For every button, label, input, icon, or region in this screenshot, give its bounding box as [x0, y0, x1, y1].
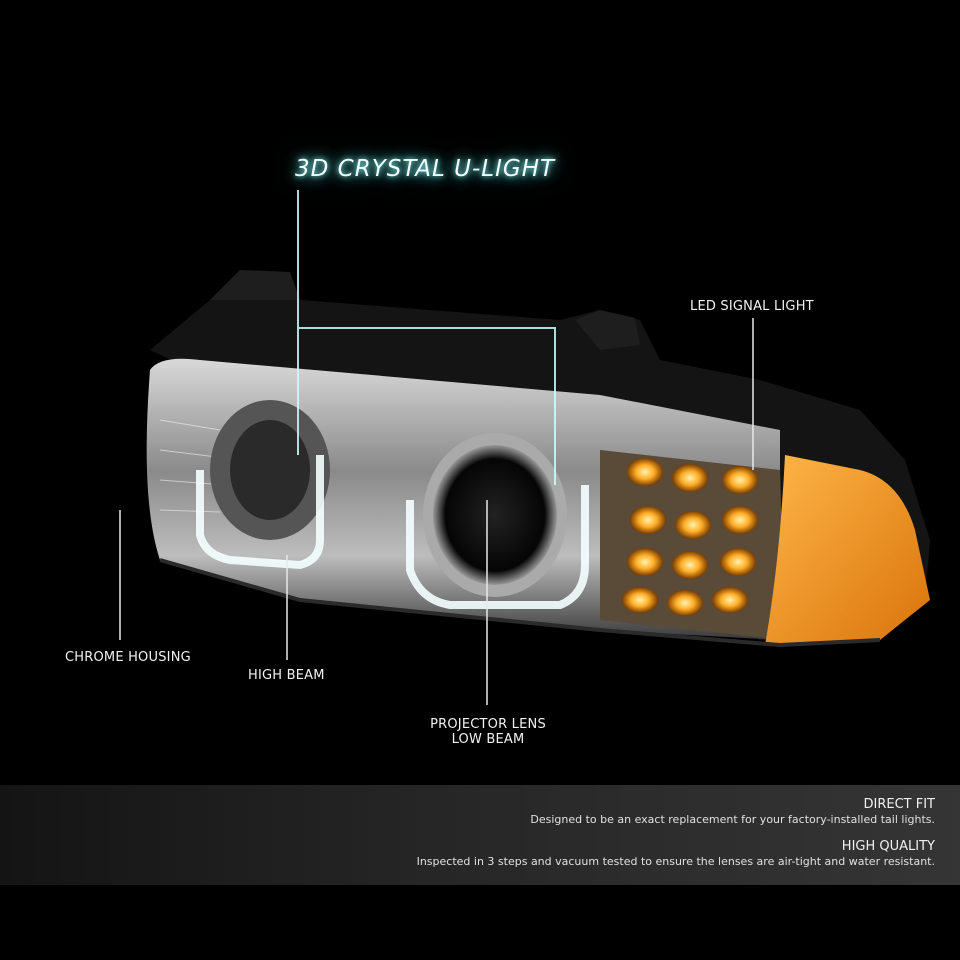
- label-projector-lens-line2: LOW BEAM: [451, 732, 525, 747]
- label-projector-lens-line1: PROJECTOR LENS: [430, 717, 546, 732]
- feature-text-high-quality: Inspected in 3 steps and vacuum tested t…: [416, 855, 935, 868]
- label-led-signal-light: LED SIGNAL LIGHT: [690, 299, 814, 314]
- headline-3d-crystal-u-light: 3D CRYSTAL U-LIGHT: [295, 156, 556, 182]
- feature-title-direct-fit: DIRECT FIT: [863, 797, 936, 812]
- feature-title-high-quality: HIGH QUALITY: [841, 839, 935, 854]
- feature-text-direct-fit: Designed to be an exact replacement for …: [530, 813, 935, 826]
- label-chrome-housing: CHROME HOUSING: [65, 650, 191, 665]
- feature-footer: DIRECT FIT Designed to be an exact repla…: [0, 785, 960, 885]
- label-high-beam: HIGH BEAM: [248, 668, 325, 683]
- label-projector-lens: PROJECTOR LENS LOW BEAM: [428, 717, 548, 747]
